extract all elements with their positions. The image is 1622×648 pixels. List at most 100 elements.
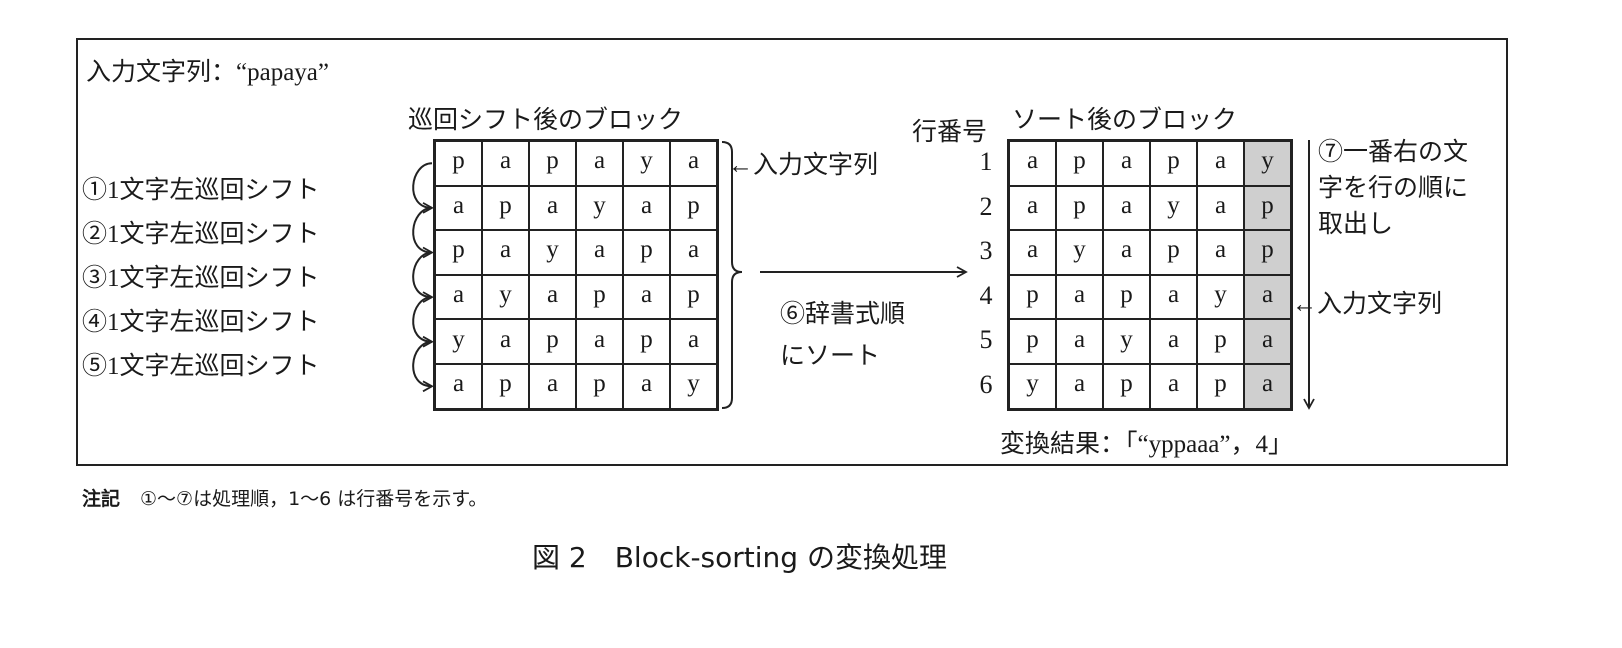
curl-arrow	[412, 251, 434, 303]
grid-cell: a	[1244, 319, 1291, 364]
grid-cell: p	[1056, 185, 1103, 231]
grid-cell: a	[1244, 274, 1291, 320]
note-label: 注記	[82, 488, 121, 510]
shift-step-label: ②1文字左巡回シフト	[82, 221, 320, 248]
grid-cell: p	[435, 141, 482, 186]
grid-cell: a	[529, 363, 576, 409]
grid-cell: p	[623, 230, 670, 275]
grid-cell: y	[1056, 230, 1103, 275]
grid-cell: p	[529, 319, 576, 364]
grid-cell: p	[1103, 274, 1150, 320]
diagram-frame	[76, 38, 1508, 466]
grid-cell: y	[1150, 185, 1197, 231]
grid-cell: a	[529, 185, 576, 231]
grid-cell: y	[529, 230, 576, 275]
grid-cell: p	[482, 185, 529, 231]
grid-cell: p	[1056, 141, 1103, 186]
grid-cell: a	[1197, 230, 1244, 275]
grid-cell: p	[576, 363, 623, 409]
grid-cell: a	[482, 230, 529, 275]
figure-caption: 図 2 Block-sorting の変換処理	[532, 541, 947, 574]
grid-cell: p	[670, 274, 717, 320]
left-input-marker: ←入力文字列	[728, 152, 879, 179]
row-number-label: 行番号	[912, 119, 988, 146]
grid-cell: y	[576, 185, 623, 231]
curl-arrow	[412, 340, 434, 393]
row-number: 5	[979, 325, 993, 355]
grid-cell: a	[670, 230, 717, 275]
shift-step-label: ③1文字左巡回シフト	[82, 265, 320, 292]
shift-curl-arrows	[412, 162, 434, 393]
grid-cell: a	[576, 230, 623, 275]
extract-step-line1: ⑦一番右の文	[1318, 139, 1469, 166]
grid-cell: a	[1103, 230, 1150, 275]
grid-cell: p	[529, 141, 576, 186]
note-text: ①～⑦は処理順，1～6 は行番号を示す。	[140, 488, 488, 510]
grid-cell: p	[482, 363, 529, 409]
grid-cell: y	[1009, 363, 1056, 409]
grid-cell: a	[576, 319, 623, 364]
grid-cell: a	[623, 185, 670, 231]
shift-step-label: ①1文字左巡回シフト	[82, 177, 320, 204]
shift-step-label: ④1文字左巡回シフト	[82, 309, 320, 336]
grid-cell: a	[1150, 319, 1197, 364]
sort-step-line2: にソート	[780, 343, 881, 370]
sort-step-line1: ⑥辞書式順	[780, 301, 906, 328]
grid-cell: p	[1244, 230, 1291, 275]
result-text: 変換結果：「“yppaaa”，4」	[1000, 431, 1293, 458]
grid-cell: a	[1103, 141, 1150, 186]
row-number: 6	[979, 370, 993, 399]
curl-arrow	[412, 206, 434, 259]
grid-cell: a	[1197, 185, 1244, 231]
grid-cell: a	[670, 319, 717, 364]
row-number: 1	[979, 147, 993, 176]
grid-cell: a	[1009, 185, 1056, 231]
grid-cell: p	[1150, 141, 1197, 186]
grid-cell: a	[529, 274, 576, 320]
grid-cell: y	[670, 363, 717, 409]
grid-cell: a	[482, 141, 529, 186]
grid-cell: a	[1197, 141, 1244, 186]
grid-cell: p	[1150, 230, 1197, 275]
grid-cell: y	[482, 274, 529, 320]
grid-cell: p	[1009, 319, 1056, 364]
grid-cell: a	[1150, 363, 1197, 409]
extract-step-line2: 字を行の順に	[1318, 175, 1469, 202]
grid-cell: a	[623, 363, 670, 409]
grid-cell: a	[435, 363, 482, 409]
grid-cell: a	[435, 274, 482, 320]
grid-cell: p	[1103, 363, 1150, 409]
grid-cell: a	[1056, 319, 1103, 364]
left-block-title: 巡回シフト後のブロック	[408, 107, 684, 134]
curl-arrow	[412, 296, 434, 348]
grid-cell: a	[576, 141, 623, 186]
grid-cell: a	[623, 274, 670, 320]
grid-cell: p	[1197, 319, 1244, 364]
grid-cell: p	[1009, 274, 1056, 320]
grid-cell: y	[1103, 319, 1150, 364]
curl-arrow	[412, 162, 434, 214]
row-number: 2	[979, 191, 993, 221]
grid-cell: p	[670, 185, 717, 231]
grid-cell: a	[1244, 363, 1291, 409]
grid-cell: a	[482, 319, 529, 364]
grid-cell: p	[1197, 363, 1244, 409]
grid-cell: p	[1244, 185, 1291, 231]
left-block-brace	[721, 141, 743, 409]
grid-cell: a	[1009, 141, 1056, 186]
grid-cell: p	[576, 274, 623, 320]
row-number: 3	[979, 236, 993, 266]
grid-cell: a	[1056, 274, 1103, 320]
grid-cell: a	[1103, 185, 1150, 231]
extract-step-line3: 取出し	[1318, 211, 1394, 238]
grid-cell: a	[1009, 230, 1056, 275]
grid-cell: a	[1150, 274, 1197, 320]
grid-cell: a	[435, 185, 482, 231]
grid-cell: a	[670, 141, 717, 186]
shift-step-label: ⑤1文字左巡回シフト	[82, 353, 320, 380]
grid-cell: y	[1244, 141, 1291, 186]
grid-cell: p	[623, 319, 670, 364]
